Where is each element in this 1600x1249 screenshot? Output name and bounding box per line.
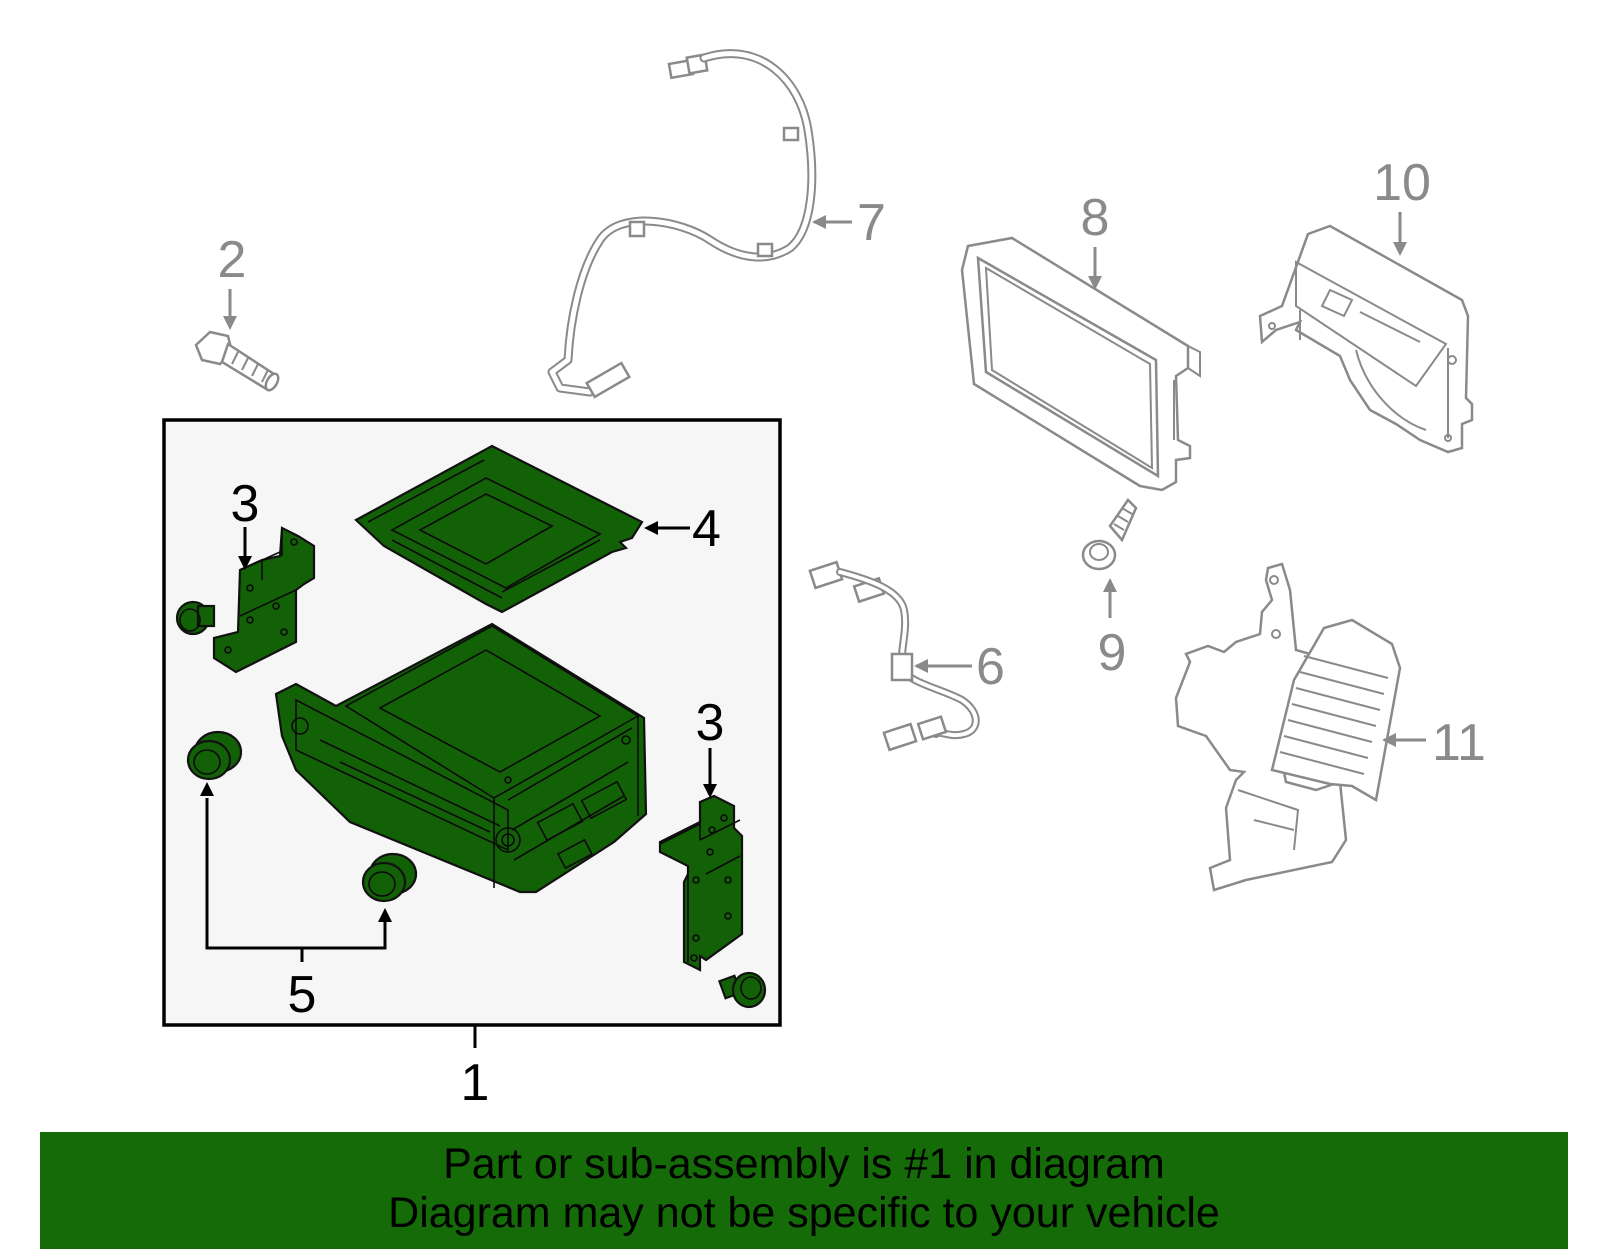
banner-line-1: Part or sub-assembly is #1 in diagram	[443, 1140, 1165, 1188]
bracket-icon	[658, 794, 744, 972]
callout-9: 9	[1098, 624, 1127, 682]
wiring-harness-icon	[547, 49, 817, 399]
callout-10: 10	[1373, 154, 1431, 212]
callout-11: 11	[1432, 714, 1486, 772]
grommet-icon	[175, 600, 216, 636]
callout-2: 2	[218, 231, 247, 289]
knob-icon	[361, 852, 418, 903]
display-monitor-icon	[960, 236, 1201, 492]
tray-icon	[354, 444, 644, 614]
screw-icon	[1081, 498, 1138, 571]
navigation-module-icon	[1258, 224, 1474, 454]
callout-6: 6	[976, 638, 1005, 696]
callout-3-top: 3	[231, 475, 260, 533]
knob-icon	[186, 730, 243, 781]
grommet-icon	[717, 971, 767, 1009]
banner-line-2: Diagram may not be specific to your vehi…	[388, 1189, 1220, 1237]
callout-7: 7	[857, 194, 886, 252]
bracket-icon	[212, 526, 316, 674]
callout-3-right: 3	[696, 694, 725, 752]
bolt-icon	[194, 330, 280, 392]
head-unit-icon	[274, 622, 648, 894]
callout-5: 5	[288, 966, 317, 1024]
wiring-harness-icon	[808, 560, 980, 752]
amplifier-bracket-icon	[1174, 562, 1402, 892]
notice-banner: Part or sub-assembly is #1 in diagram Di…	[40, 1132, 1568, 1249]
callout-1: 1	[461, 1054, 490, 1112]
callout-8: 8	[1081, 189, 1110, 247]
callout-4: 4	[692, 500, 721, 558]
